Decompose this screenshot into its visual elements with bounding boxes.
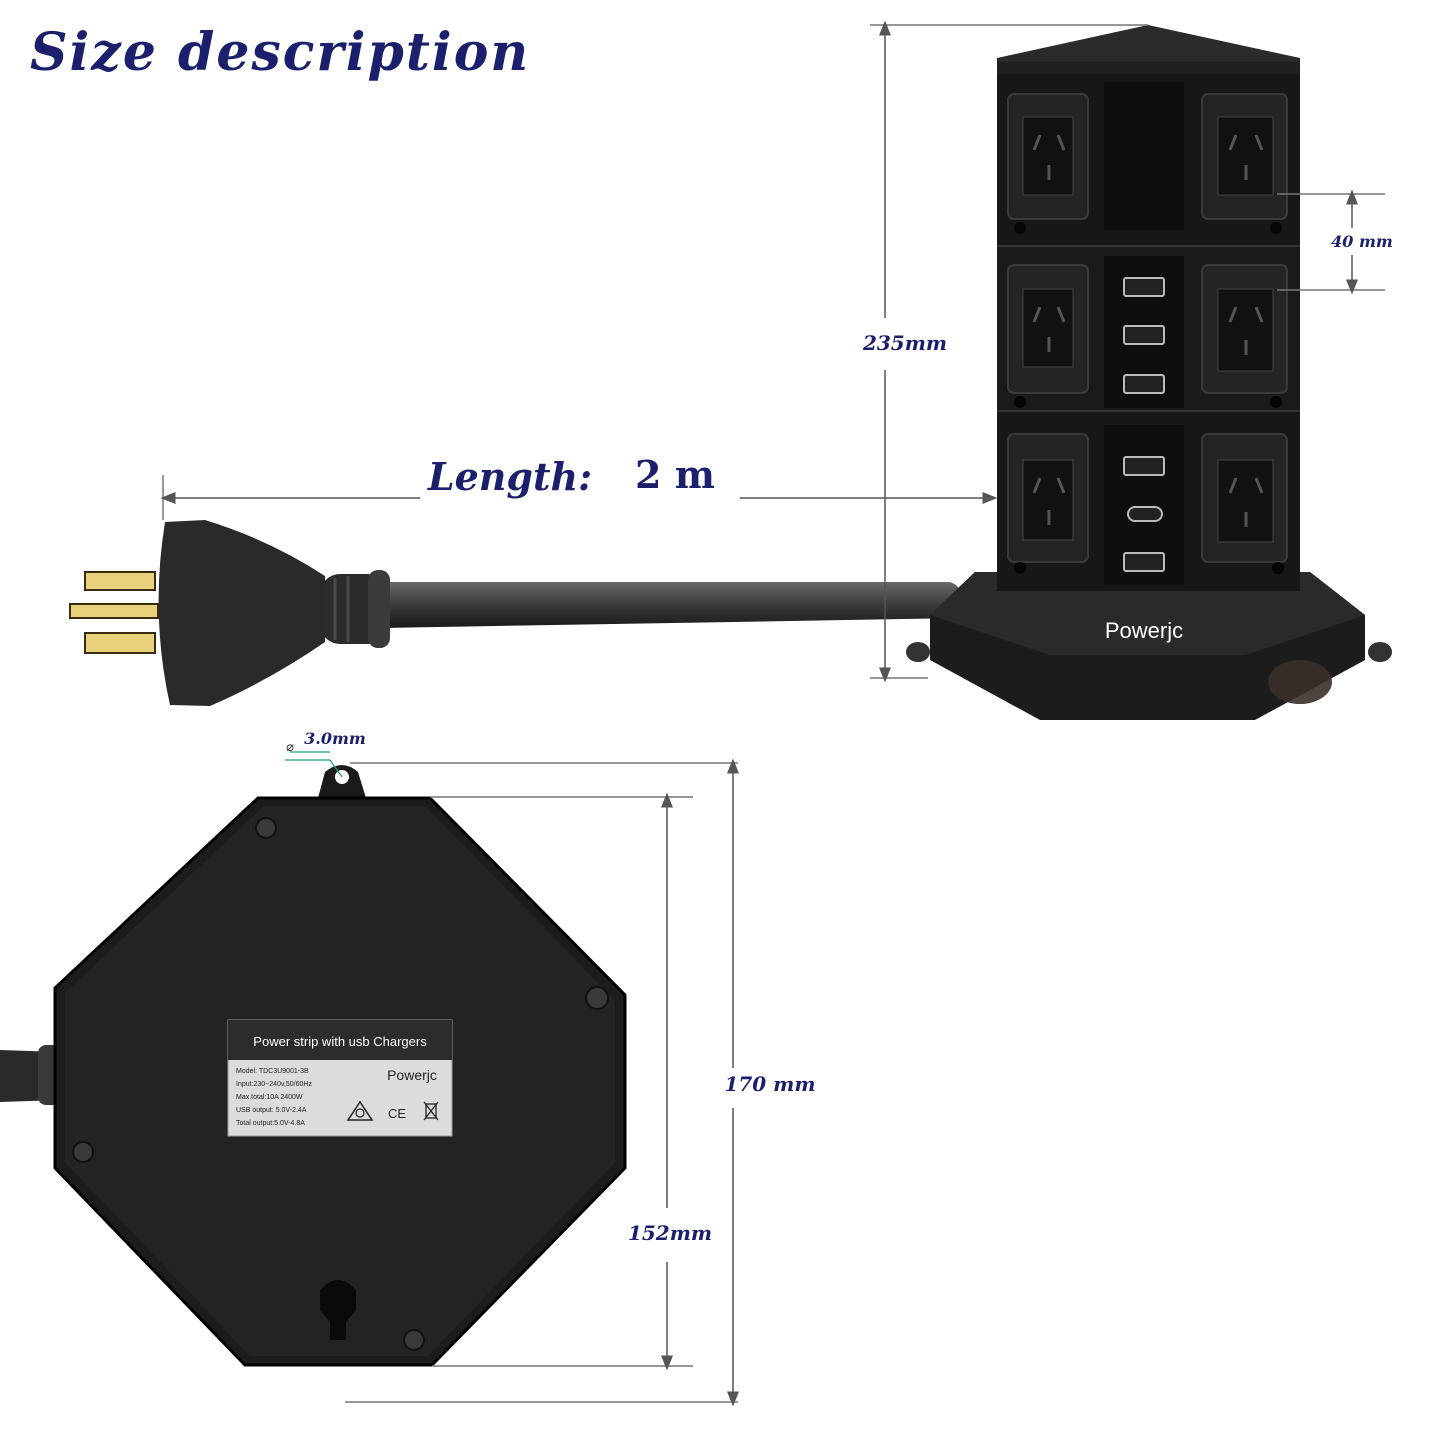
ce-mark: CE [388,1106,406,1121]
cable-length-dimension: Length: 2 m [160,452,998,520]
hole-diameter-label: 3.0mm [304,729,366,748]
label-line: Model: TDC3U9001-3B [236,1068,309,1075]
product-label: Power strip with usb Chargers Powerjc Mo… [227,1019,453,1137]
base-length-dimension: 170 mm [345,758,816,1407]
weee-bin-icon [423,1101,439,1121]
base-bottom-view: Power strip with usb Chargers Powerjc Mo… [0,765,627,1367]
label-line: Input:230~240v,50/60Hz [236,1081,312,1088]
au-socket [1217,288,1274,372]
label-brand: Powerjc [387,1067,437,1083]
rcm-mark-icon [346,1100,374,1121]
height-label: 235mm [862,331,947,355]
brand-logo: Powerjc [1105,618,1183,643]
cable-length-value: 2 m [635,452,715,497]
power-tower [997,25,1300,591]
label-line: Max.total:10A 2400W [236,1094,303,1101]
cable-length-label: Length: [427,454,592,499]
label-line: USB output: 5.0V-2.4A [236,1107,307,1114]
usb-a-port [1123,552,1165,572]
au-socket [1022,288,1074,368]
plug-pin [69,603,159,619]
usb-a-port [1123,325,1165,345]
usb-a-port [1123,456,1165,476]
base-width-label: 152mm [628,1221,712,1245]
base-width-dimension: 152mm [430,792,712,1371]
plug-pin [84,571,156,591]
diameter-symbol: ⌀ [286,740,294,755]
height-dimension: 235mm [862,20,1148,683]
tower-base: Powerjc [906,572,1392,720]
hole-dimension: ⌀ 3.0mm [285,729,366,778]
label-heading: Power strip with usb Chargers [253,1034,427,1049]
page-title: Size description [30,22,531,83]
usb-c-port [1127,506,1163,522]
socket-pitch-dimension: 40 mm [1277,189,1393,295]
au-socket [1022,116,1074,196]
base-length-label: 170 mm [724,1072,815,1096]
au-socket [1022,459,1074,541]
socket-pitch-label: 40 mm [1331,232,1393,251]
usb-a-port [1123,374,1165,394]
label-line: Total output:5.0V-4.8A [236,1120,305,1127]
usb-a-port [1123,277,1165,297]
plug-pin [84,632,156,654]
au-socket [1217,459,1274,543]
plug-and-cable [69,520,965,706]
au-socket [1217,116,1274,196]
